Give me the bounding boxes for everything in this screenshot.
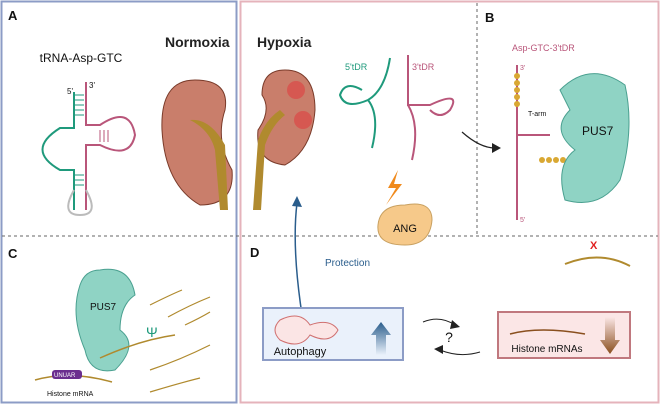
histone-mrna-icon — [509, 329, 586, 335]
c-pus7-protein — [75, 268, 136, 372]
flow-arrow — [461, 131, 496, 149]
cleavage-bolt-icon — [386, 170, 402, 205]
b-five-prime: 5' — [520, 217, 525, 224]
protection-arrowhead — [292, 196, 302, 207]
hypoxia-label: Hypoxia — [257, 34, 312, 50]
panel-c-label: C — [8, 246, 18, 261]
back-arrow — [439, 349, 481, 356]
c-motif-label: UNUAR — [54, 373, 76, 379]
b-histone-mrna — [564, 256, 631, 267]
b-pus7-protein — [559, 73, 630, 203]
autophagosome-icon — [274, 315, 339, 345]
panel-a-label: A — [8, 8, 18, 23]
c-pus7-label: PUS7 — [90, 302, 117, 313]
five-tdr-label: 5'tDR — [345, 62, 368, 72]
blocked-x-mark: X — [590, 240, 598, 252]
flow-arrowhead — [492, 143, 501, 153]
b-three-prime: 3' — [520, 65, 525, 72]
forward-arrowhead — [450, 320, 460, 329]
panel-b-label: B — [485, 10, 494, 25]
decrease-arrow-icon — [600, 317, 620, 354]
hypoxia-kidney-icon — [253, 69, 316, 210]
c-bound-mrna — [99, 334, 176, 359]
panel-d-label: D — [250, 245, 259, 260]
five-prime-label: 5' — [67, 87, 73, 96]
forward-arrow — [422, 318, 456, 326]
three-prime-label: 3' — [89, 81, 95, 90]
modified-mrnas — [149, 289, 211, 393]
b-pus7-label: PUS7 — [582, 124, 614, 138]
increase-arrow-icon — [371, 322, 391, 355]
back-arrowhead — [434, 345, 443, 354]
normoxia-label: Normoxia — [165, 34, 230, 50]
three-tdr-label: 3'tDR — [412, 62, 435, 72]
autophagy-label: Autophagy — [274, 346, 327, 358]
question-mark: ? — [445, 329, 453, 345]
normoxia-kidney-icon — [161, 79, 233, 210]
histone-mrnas-label: Histone mRNAs — [511, 344, 582, 355]
c-histone-label: Histone mRNA — [47, 391, 94, 398]
panel-b-d-border — [239, 0, 660, 404]
b-modification-beads — [514, 73, 566, 163]
c-motif-box — [52, 370, 82, 379]
cleaved-tdr-fragments — [338, 55, 455, 161]
psi-mark: Ψ — [146, 324, 158, 340]
panel-a-c-border — [0, 0, 238, 404]
trna-cloverleaf — [41, 82, 137, 217]
t-arm-label: T-arm — [528, 111, 546, 118]
b-tdr-strand — [516, 65, 550, 220]
trna-label: tRNA-Asp-GTC — [40, 51, 123, 65]
ang-label: ANG — [393, 223, 417, 235]
ang-enzyme — [377, 203, 433, 246]
b-title: Asp-GTC-3'tDR — [512, 43, 575, 53]
protection-label: Protection — [325, 258, 370, 269]
